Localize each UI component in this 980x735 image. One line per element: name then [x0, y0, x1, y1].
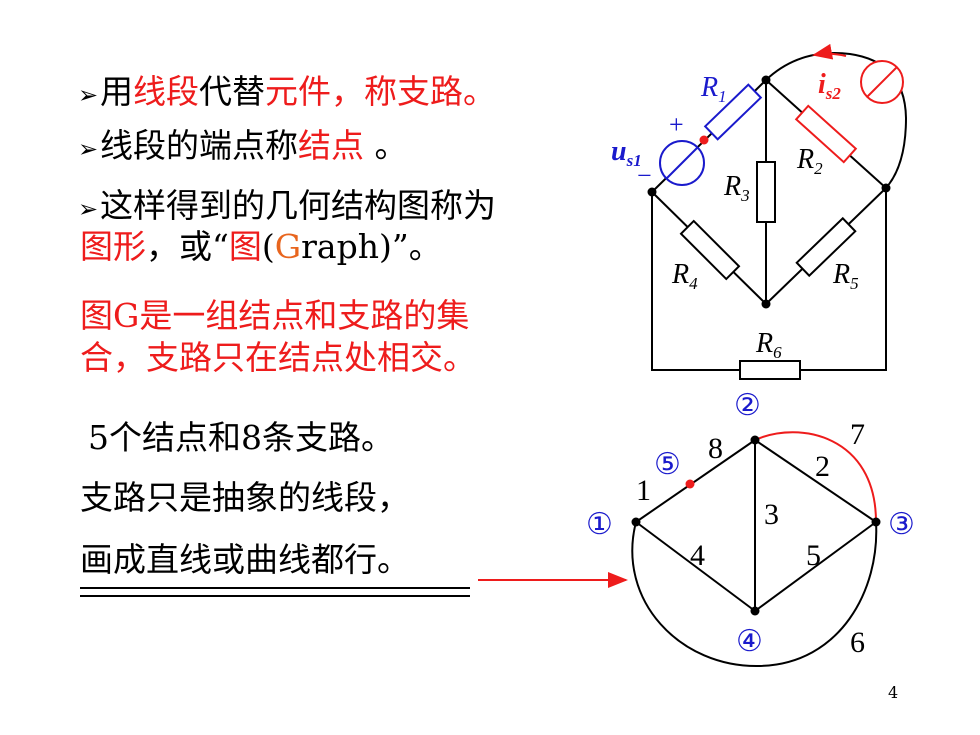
graph-nodes — [631, 435, 881, 616]
branch-label-4: 4 — [690, 539, 705, 572]
label-r3: R — [723, 171, 741, 202]
bullet-1-segment: 代替 — [199, 72, 265, 111]
graph-node-labels: ① ② ③ ④ ⑤ — [586, 388, 915, 659]
node-label-1: ① — [586, 507, 613, 542]
circuit-labels: R1 is2 R2 R3 R4 R5 R6 us1 — [611, 69, 859, 362]
label-r6-sub: 6 — [773, 343, 782, 362]
bullet-arrow-icon: ➢ — [78, 195, 99, 223]
branch-label-7: 7 — [850, 418, 865, 451]
bullet-2-segment: 线段的端点称 — [100, 126, 298, 165]
bullet-text-2: 线段的端点称结点 。 — [100, 126, 408, 165]
graph-edge-2 — [754, 439, 877, 523]
resistor-r4 — [679, 219, 741, 281]
graph-edge-5 — [754, 521, 877, 612]
svg-text:R2: R2 — [796, 144, 823, 178]
label-r2: R — [796, 144, 814, 175]
svg-text:R6: R6 — [755, 328, 782, 362]
resistor-r3 — [756, 161, 776, 223]
label-r5-sub: 5 — [850, 274, 859, 293]
circuit-diagram — [651, 52, 908, 371]
graph-edge-7 — [754, 431, 877, 523]
label-us-sub: s1 — [626, 151, 642, 170]
graph-edge-4 — [635, 521, 756, 612]
bullet-3-cont-segment: raph)”。 — [301, 227, 442, 266]
label-r2-sub: 2 — [814, 159, 823, 178]
resistor-r6 — [739, 360, 801, 380]
note-line-1: 5个结点和8条支路。 — [88, 418, 394, 457]
circuit-nodes — [647, 75, 891, 309]
svg-text:R3: R3 — [723, 171, 750, 205]
resistor-r5 — [795, 216, 857, 278]
svg-text:is2: is2 — [818, 69, 841, 103]
graph-edge-1-8 — [635, 439, 756, 523]
branch-label-3: 3 — [764, 498, 779, 531]
branch-label-8: 8 — [708, 432, 723, 465]
svg-text:R4: R4 — [671, 259, 698, 293]
node-label-3: ③ — [888, 507, 915, 542]
note-line-3: 画成直线或曲线都行。 — [80, 540, 410, 579]
resistor-r1 — [703, 83, 763, 141]
bullet-3-cont-segment: ( — [261, 227, 275, 266]
bullet-3-cont-segment: 图形 — [80, 227, 146, 266]
node-label-2: ② — [734, 388, 761, 423]
svg-text:R5: R5 — [832, 259, 859, 293]
definition-line-1: 图G是一组结点和支路的集 — [80, 296, 470, 335]
bullet-2-segment: 。 — [364, 126, 408, 165]
double-underline — [80, 587, 470, 597]
svg-text:us1: us1 — [611, 136, 642, 170]
label-us: u — [611, 136, 627, 167]
node-label-5: ⑤ — [654, 447, 681, 482]
graph-branch-labels: 1 2 3 4 5 6 7 8 — [636, 418, 865, 659]
label-r1: R — [700, 72, 718, 103]
page-number: 4 — [888, 683, 899, 702]
label-is-sub: s2 — [825, 84, 842, 103]
bullet-3-segment: 这样得到的几何结构图称为 — [100, 186, 496, 225]
branch-label-1: 1 — [636, 474, 651, 507]
note-line-2: 支路只是抽象的线段， — [80, 478, 410, 517]
bullet-line-2: ➢线段的端点称结点 。 — [78, 126, 408, 169]
bullet-line-3-continuation: 图形，或“图(Graph)”。 — [80, 227, 442, 267]
voltage-source-line — [665, 146, 699, 180]
bullet-3-cont-segment: G — [274, 227, 302, 266]
bullet-line-3: ➢这样得到的几何结构图称为 — [78, 186, 496, 229]
bullet-text-1: 用线段代替元件，称支路。 — [100, 72, 496, 111]
bullet-1-segment: 用 — [100, 72, 133, 111]
label-is: i — [818, 69, 826, 100]
graph-diagram — [631, 431, 878, 668]
bullet-3-cont-segment: 图 — [228, 227, 262, 266]
label-r6: R — [755, 328, 773, 359]
label-r4-sub: 4 — [689, 274, 698, 293]
current-arrow — [812, 43, 847, 60]
bullet-1-segment: 元件，称支路。 — [265, 72, 496, 111]
bullet-1-segment: 线段 — [133, 72, 199, 111]
current-source-line — [866, 66, 898, 98]
label-r5: R — [832, 259, 850, 290]
graph-edge-6 — [631, 521, 878, 668]
bullet-arrow-icon: ➢ — [78, 81, 99, 109]
bullet-2-segment: 结点 — [298, 126, 364, 165]
branch-label-6: 6 — [850, 626, 865, 659]
bullet-text-3: 这样得到的几何结构图称为 — [100, 186, 496, 225]
bullet-arrow-icon: ➢ — [78, 135, 99, 163]
label-r3-sub: 3 — [740, 186, 750, 205]
label-minus: − — [637, 161, 652, 190]
svg-text:R1: R1 — [700, 72, 727, 106]
resistor-r2 — [794, 104, 858, 164]
branch-label-5: 5 — [806, 539, 821, 572]
label-r4: R — [671, 259, 689, 290]
label-plus: + — [669, 110, 684, 139]
bullet-3-cont-segment: ，或“ — [146, 227, 229, 266]
bullet-line-1: ➢用线段代替元件，称支路。 — [78, 72, 496, 115]
circuit-resistors — [679, 83, 858, 380]
node-label-4: ④ — [736, 624, 763, 659]
definition-line-2: 合，支路只在结点处相交。 — [80, 338, 476, 377]
label-r1-sub: 1 — [718, 87, 727, 106]
branch-label-2: 2 — [815, 450, 830, 483]
